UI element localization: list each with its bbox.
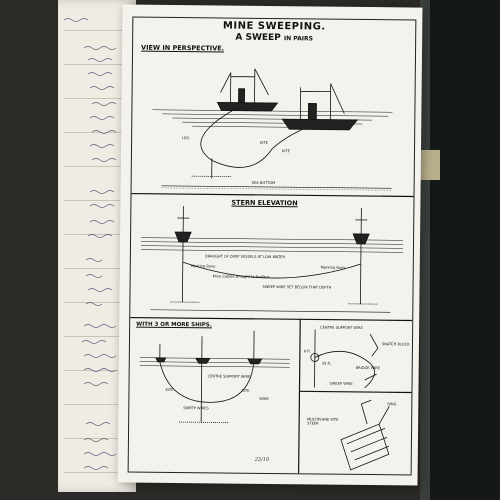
detail-label-kite-depth: 6 ft (303, 349, 310, 354)
elevation-label-sweep-wire: SWEEP WIRE SET BELOW THAT DEPTH (262, 284, 332, 290)
multiplane-label-title: MULTIPLANE KITE STEER (307, 417, 339, 426)
three-ships-label-sweep-wires: SWEEP WIRES (183, 406, 209, 411)
background-book (430, 0, 500, 500)
diagram-page: MINE SWEEPING. A SWEEP IN PAIRS VIEW IN … (117, 4, 423, 486)
perspective-sweep-wire (200, 110, 303, 168)
elevation-heading: STERN ELEVATION (231, 198, 298, 208)
perspective-ship-1 (216, 68, 279, 112)
mine-sweeping-drawings (130, 68, 414, 474)
perspective-sea-bottom (161, 185, 392, 189)
perspective-label-kite-2: KITE (281, 149, 290, 154)
handwriting-strokes (63, 18, 117, 470)
perspective-label-kite: KITE (260, 140, 268, 145)
perspective-ship-2 (281, 83, 359, 131)
three-ships-label-kite-2: KITE (241, 388, 250, 393)
perspective-label-sea-bottom: SEA BOTTOM (251, 180, 276, 186)
three-ships-heading: WITH 3 OR MORE SHIPS. (136, 321, 212, 329)
detail-label-sweep-wire: SWEEP WIRE (329, 381, 353, 386)
perspective-sea (152, 109, 393, 128)
multiplane-label-ring: RING (387, 402, 397, 407)
diagram-frame: MINE SWEEPING. A SWEEP IN PAIRS VIEW IN … (127, 16, 417, 476)
detail-label-snatch: SNATCH BLOCK (381, 342, 410, 347)
detail-label-centre-support: CENTRE SUPPORT WIRE (320, 325, 363, 330)
elevation-label-draught: DRAUGHT OF DEEP VESSELS AT LOW WATER (204, 254, 285, 260)
multiplane-kite-drawing (340, 399, 390, 471)
elevation-drawing (140, 206, 404, 313)
three-ships-label-centre-support: CENTRE SUPPORT WIRE (207, 374, 251, 379)
detail-label-depth: 35 ft. (321, 361, 332, 366)
three-ships-label-kite: KITE (165, 387, 174, 392)
detail-drawing (310, 329, 379, 389)
three-ships-label-wire: WIRE (259, 396, 269, 401)
elevation-label-float-right: Marking Buoy (320, 265, 346, 270)
three-ships-drawing (139, 330, 290, 423)
elevation-label-float-left: Marking Buoy (190, 264, 216, 269)
book-ridge (418, 150, 440, 180)
page-number: 23/10 (254, 456, 270, 464)
elevation-label-mid-note: Mine Cables Brought to Surface (212, 274, 270, 279)
detail-label-bridge: BRIDGE WIRE (355, 365, 381, 371)
perspective-label-leg: LEG (182, 136, 190, 141)
